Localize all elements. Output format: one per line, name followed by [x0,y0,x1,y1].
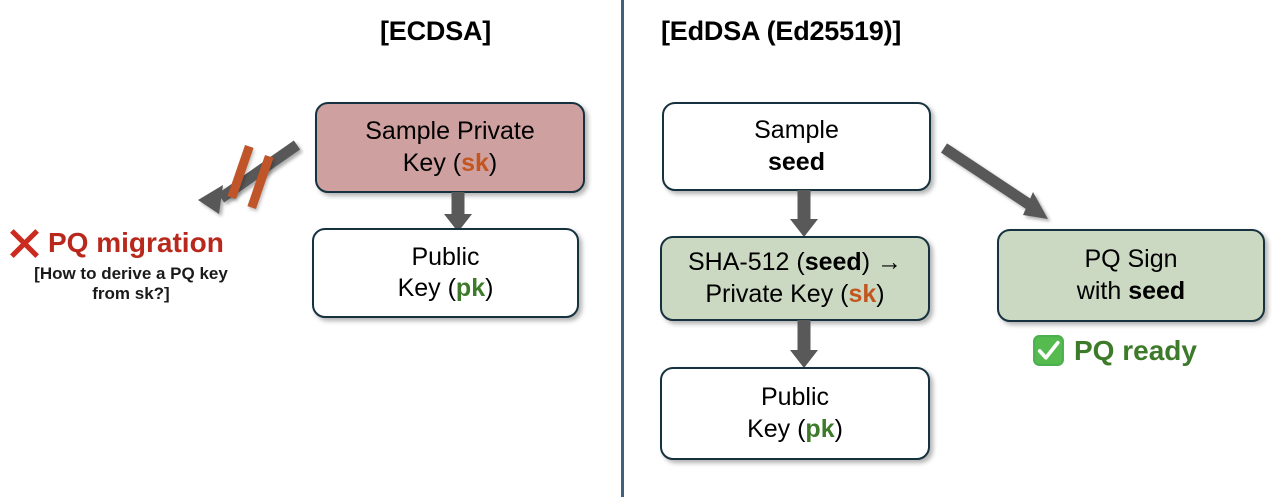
node-line-2: Key (sk) [403,148,498,180]
arrow-seed-to-sha512-icon [789,190,819,238]
node-sample-seed[interactable]: Sample seed [662,102,931,191]
arrow-head [790,219,818,237]
pq-migration-annotation: PQ migration [8,226,224,259]
arrow-seed-to-pq-sign-icon [940,143,1048,219]
node-sample-private-key[interactable]: Sample Private Key (sk) [315,102,585,193]
pq-migration-note-line-1: [How to derive a PQ key [34,264,228,283]
text-key-suffix: ) [488,148,498,177]
node-public-key-eddsa[interactable]: Public Key (pk) [660,367,930,460]
node-line-1: Sample Private [365,117,535,145]
token-seed: seed [804,248,862,276]
text-key-prefix: Key ( [402,148,462,177]
pq-migration-note-line-2: from sk?] [92,284,170,304]
text-key-prefix: Private Key ( [705,279,849,308]
token-pk: pk [805,414,835,443]
node-line-1: Public [760,383,830,411]
text-sha-suffix: ) → [861,248,902,276]
pq-migration-note: [How to derive a PQ key from sk?] [0,264,262,304]
arrow-shaft [797,190,811,221]
node-line-2: Key (pk) [747,414,843,446]
pq-ready-annotation: PQ ready [1032,334,1197,367]
text-key-prefix: Key ( [747,414,806,443]
panel-divider [621,0,624,497]
node-line-2: Private Key (sk) [705,279,884,311]
token-pk: pk [455,274,486,302]
node-line-2: seed [768,147,825,176]
arrow-private-key-to-public-key-icon [443,192,473,232]
node-line-1: Sample [754,116,839,144]
text-key-prefix: Key ( [397,274,456,302]
text-key-suffix: ) [485,274,494,302]
panel-title-eddsa: [EdDSA (Ed25519)] [661,16,902,46]
node-pq-sign-with-seed[interactable]: PQ Sign with seed [997,229,1265,322]
token-sk: sk [848,279,877,308]
cross-mark-icon [10,229,39,258]
arrow-shaft [797,320,811,352]
node-line-2: with seed [1077,276,1185,308]
node-sha512-derive-private-key[interactable]: SHA-512 (seed) → Private Key (sk) [660,236,930,321]
check-mark-icon [1033,335,1064,366]
node-line-1: Public [411,242,480,271]
node-line-2: Key (pk) [398,273,494,305]
pq-migration-label: PQ migration [48,226,224,258]
arrow-head [444,214,472,232]
panel-title-ecdsa: [ECDSA] [380,16,492,46]
text-with-prefix: with [1076,276,1129,305]
token-seed: seed [1128,276,1186,305]
node-line-1: PQ Sign [1084,245,1178,273]
arrow-head [790,350,818,368]
node-public-key-ecdsa[interactable]: Public Key (pk) [312,228,579,318]
arrow-shaft [451,192,465,216]
text-key-suffix: ) [834,414,843,443]
arrow-sha512-to-public-key-icon [789,320,819,369]
pq-ready-label: PQ ready [1074,334,1197,366]
token-sk: sk [461,148,489,177]
text-key-suffix: ) [876,279,885,308]
node-line-1: SHA-512 (seed) → [688,247,902,279]
text-sha-prefix: SHA-512 ( [688,248,805,276]
